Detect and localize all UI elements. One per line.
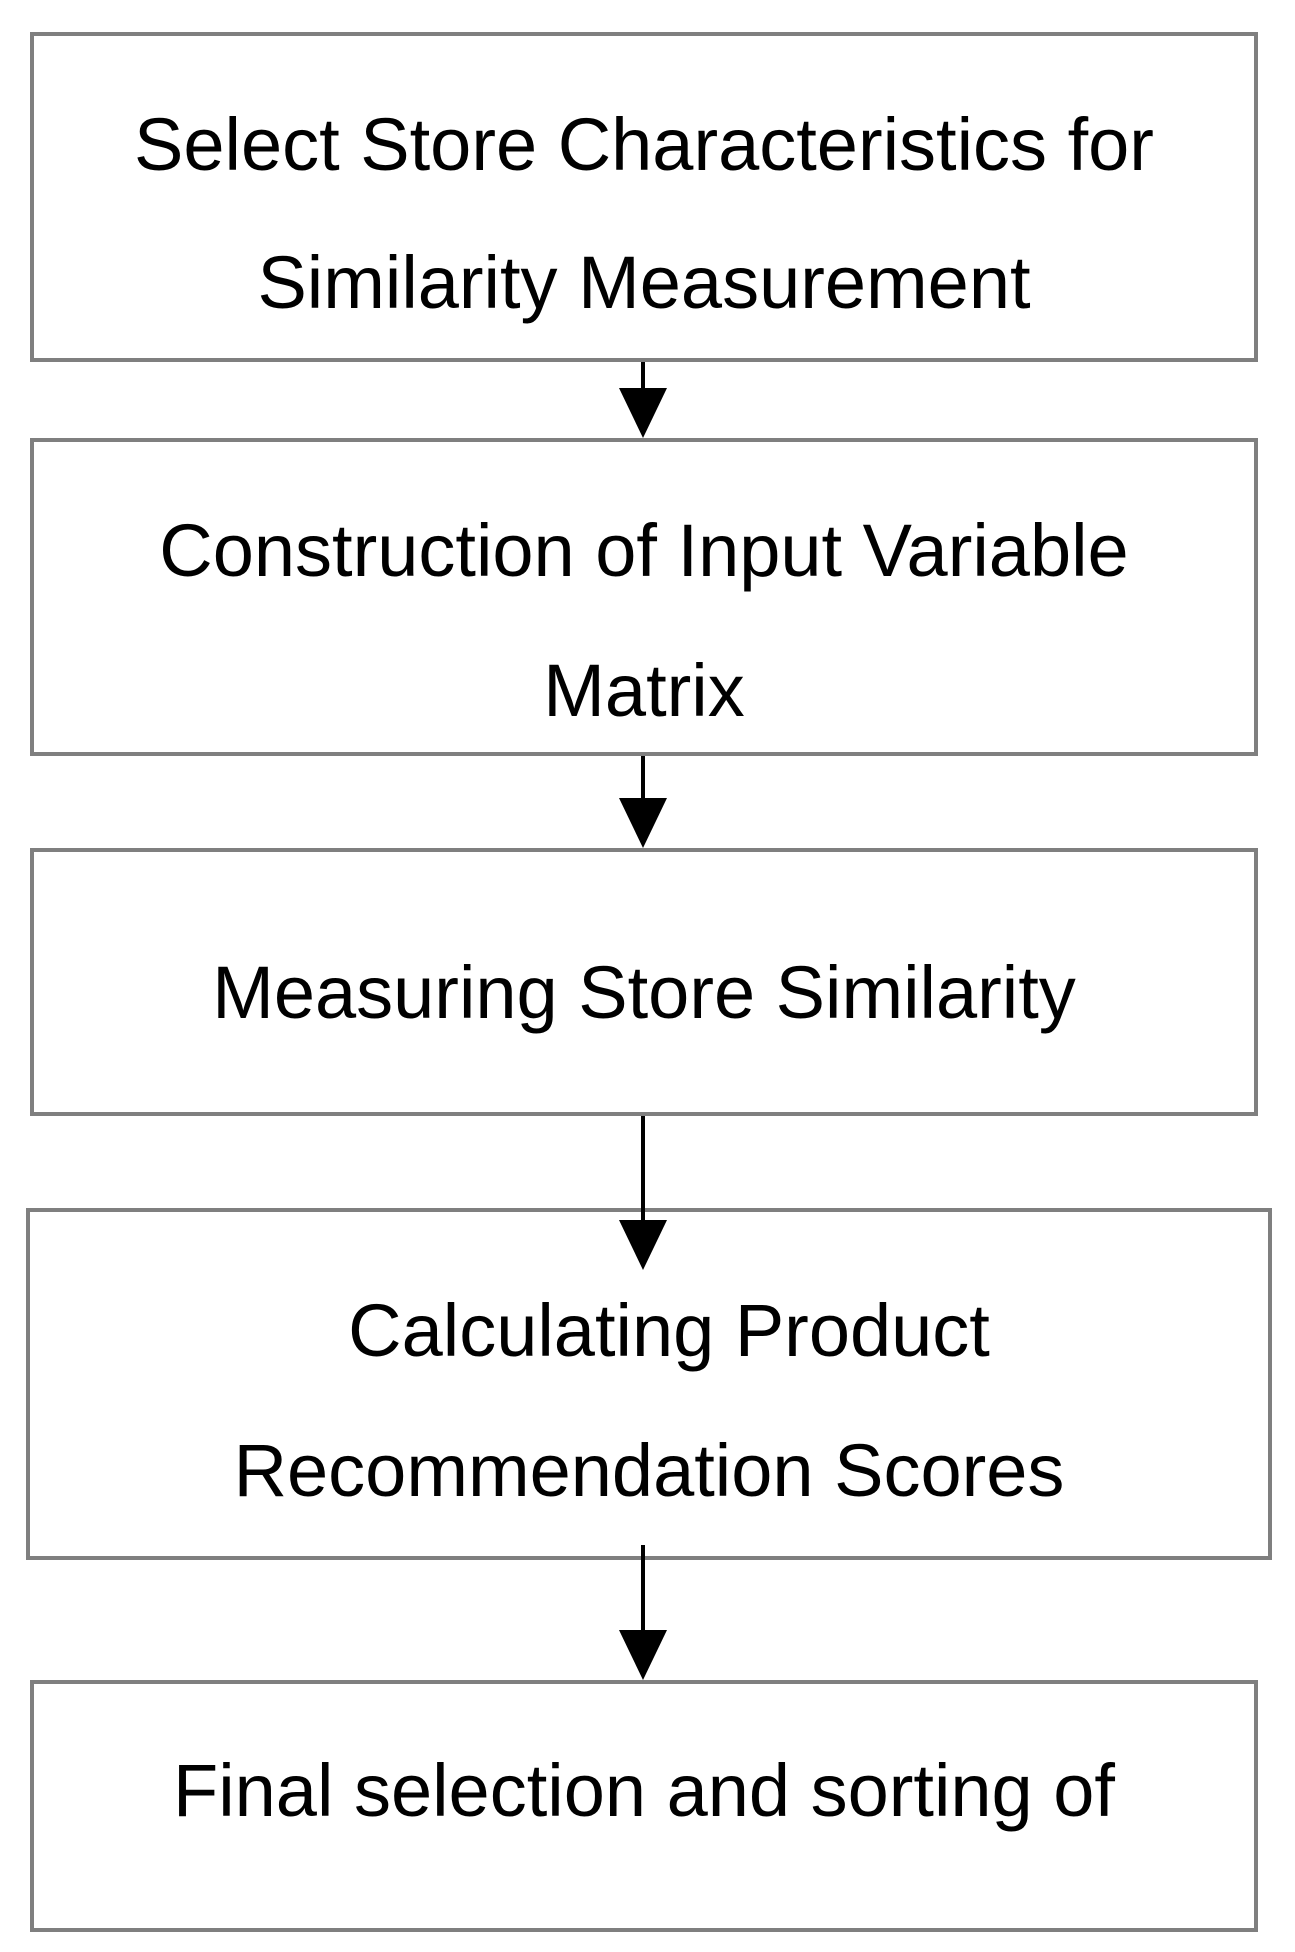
- step-box-measure-similarity: Measuring Store Similarity: [30, 848, 1258, 1116]
- step-box-construct-matrix: Construction of Input Variable Matrix: [30, 438, 1258, 756]
- step-box-final-selection: Final selection and sorting of: [30, 1680, 1258, 1932]
- step-text: Recommendation Scores: [233, 1429, 1065, 1512]
- arrow-down-icon: [619, 1220, 667, 1270]
- arrow-down-icon: [619, 798, 667, 848]
- arrow-down-icon: [619, 388, 667, 438]
- step-text: Select Store Characteristics for: [134, 103, 1154, 186]
- step-text: Similarity Measurement: [257, 241, 1031, 324]
- step-text: Measuring Store Similarity: [212, 951, 1076, 1034]
- step-text: Construction of Input Variable: [159, 509, 1129, 592]
- step-box-select-characteristics: Select Store Characteristics for Similar…: [30, 32, 1258, 362]
- step-text: Final selection and sorting of: [173, 1749, 1115, 1832]
- step-text: Matrix: [543, 649, 745, 732]
- step-box-calculate-scores: Calculating Product Recommendation Score…: [26, 1208, 1272, 1560]
- step-text: Calculating Product: [348, 1289, 990, 1372]
- arrow-down-icon: [619, 1630, 667, 1680]
